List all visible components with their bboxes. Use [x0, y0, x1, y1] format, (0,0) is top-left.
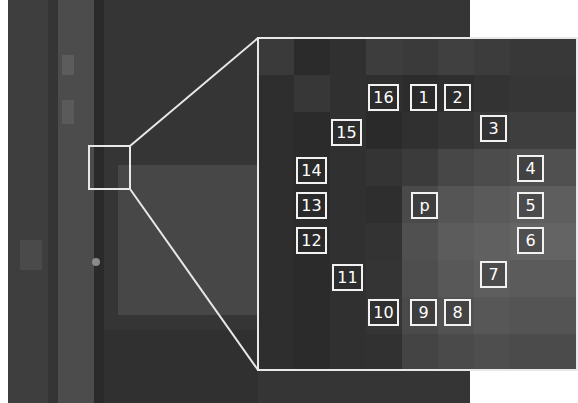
- pixel-number: 2: [452, 90, 462, 106]
- pixel-grid: [258, 38, 578, 370]
- pixel-box: p: [411, 192, 438, 219]
- pixel-number: p: [419, 198, 429, 214]
- zoom-panel-frame: [258, 38, 577, 370]
- pixel-box: 2: [444, 84, 471, 111]
- pixel-number: 9: [418, 305, 428, 321]
- pixel-box: 8: [444, 299, 471, 326]
- pixel-number: 16: [373, 90, 393, 106]
- pixel-box: 14: [296, 157, 327, 184]
- pixel-number: 14: [301, 163, 321, 179]
- pixel-box: 15: [331, 119, 362, 146]
- pixel-number: 10: [373, 305, 393, 321]
- pixel-box: 9: [410, 299, 437, 326]
- pixel-number: 7: [488, 267, 498, 283]
- pixel-number: 3: [488, 121, 498, 137]
- pixel-number: 5: [525, 198, 535, 214]
- zoom-line: [130, 189, 258, 370]
- pixel-number: 1: [418, 90, 428, 106]
- pixel-box: 11: [332, 264, 363, 291]
- photo-spot: [62, 100, 74, 124]
- pixel-box: 5: [517, 192, 544, 219]
- pixel-number: 12: [301, 233, 321, 249]
- road: [58, 0, 94, 403]
- pixel-box: 7: [480, 261, 507, 288]
- photo-spot: [62, 55, 74, 75]
- pixel-box: 3: [480, 115, 507, 142]
- pixel-number: 4: [525, 161, 535, 177]
- photo-spot: [20, 240, 42, 270]
- selection-square: [89, 146, 130, 189]
- building: [118, 165, 258, 315]
- photo-strip: [8, 0, 48, 403]
- pixel-box: 1: [410, 84, 437, 111]
- pixel-number: 15: [336, 125, 356, 141]
- pixel-number: 8: [452, 305, 462, 321]
- pixel-number: 6: [525, 233, 535, 249]
- pixel-box: 16: [368, 84, 399, 111]
- zoom-line: [130, 38, 258, 146]
- pixel-box: 10: [368, 299, 399, 326]
- photo-area: [104, 330, 258, 403]
- pixel-box: 6: [517, 227, 544, 254]
- road-edge: [94, 0, 104, 403]
- photo-ground: [8, 0, 470, 403]
- pixel-box: 4: [517, 155, 544, 182]
- photo-spot: [92, 258, 100, 266]
- pixel-box: 12: [296, 227, 327, 254]
- pixel-number: 13: [301, 198, 321, 214]
- pixel-box: 13: [296, 192, 327, 219]
- pixel-number: 11: [337, 270, 357, 286]
